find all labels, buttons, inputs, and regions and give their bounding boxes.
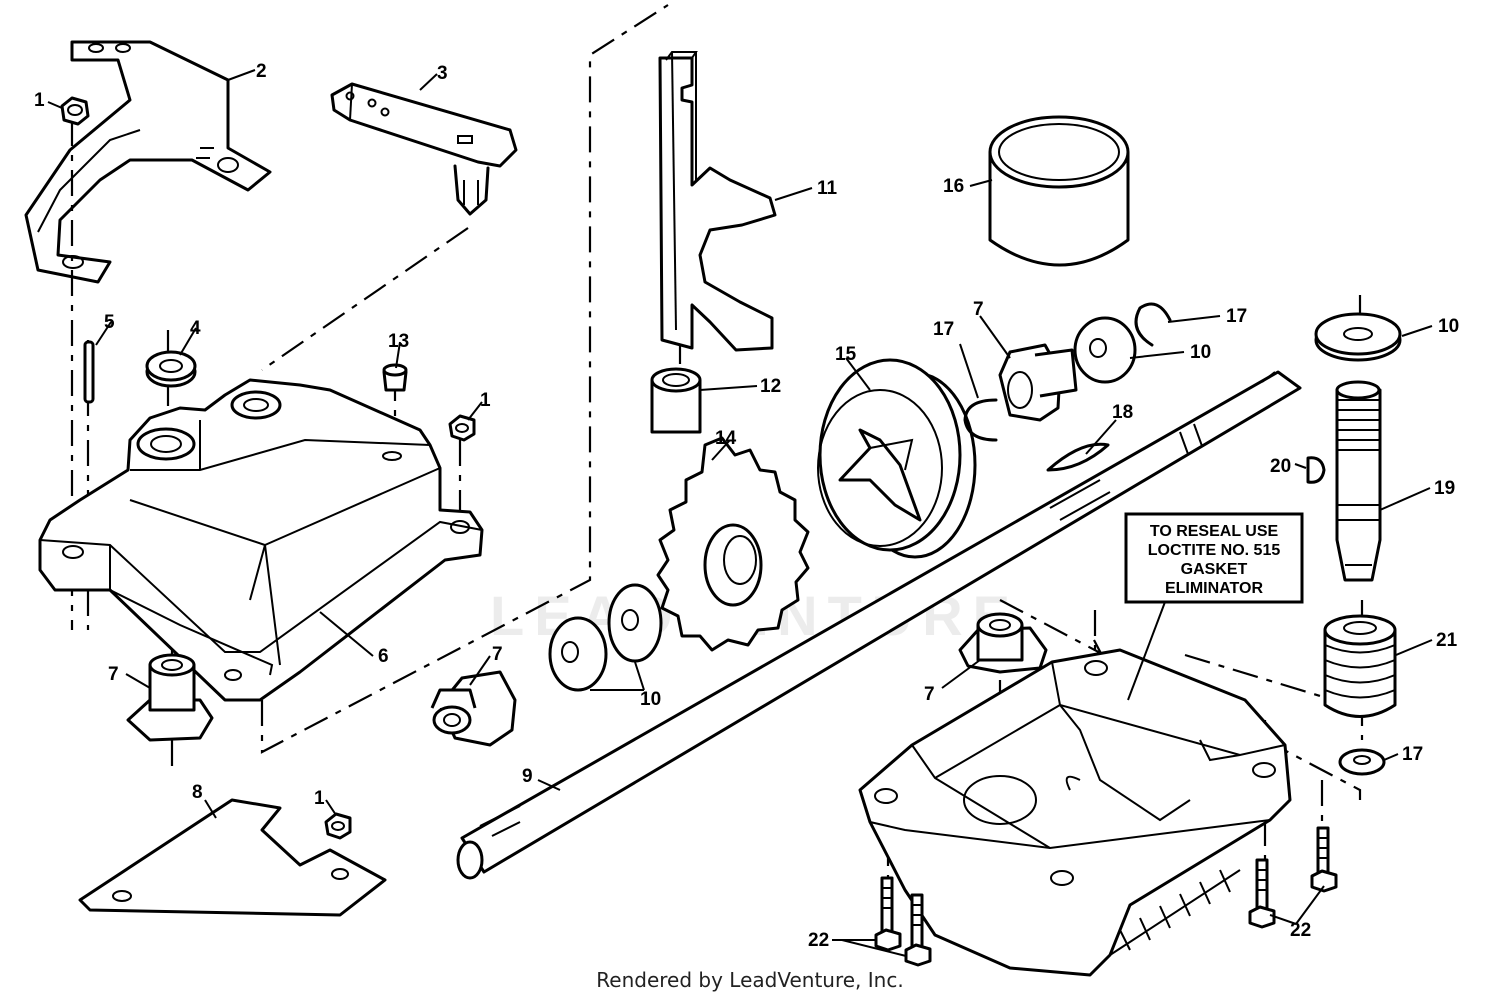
callout-2: 2: [256, 61, 267, 82]
part-17-clip-lower: [1338, 748, 1386, 776]
part-15-pulley: [817, 358, 977, 559]
part-18-key: [1046, 442, 1110, 472]
part-6-housing: [38, 378, 484, 702]
part-13-plug: [382, 363, 408, 392]
callout-7-left: 7: [108, 664, 119, 685]
part-3-lever: [330, 82, 518, 216]
callout-7-upper: 7: [973, 299, 984, 320]
part-20-key: [1306, 456, 1326, 484]
part-10-washers-left: [548, 583, 663, 692]
callout-21: 21: [1436, 630, 1458, 651]
callout-6: 6: [378, 646, 389, 667]
part-10-washer-right: [1314, 312, 1402, 362]
callout-1: 1: [34, 90, 45, 111]
part-14-gear: [656, 436, 810, 652]
callout-7-middle: 7: [492, 644, 503, 665]
part-17-clip-middle: [963, 398, 998, 442]
part-7-bushing-middle: [430, 670, 517, 747]
callout-17-middle: 17: [933, 319, 954, 340]
note-line-3: GASKET: [1181, 561, 1248, 578]
part-21-worm-gear: [1323, 614, 1397, 718]
note-line-2: LOCTITE NO. 515: [1148, 542, 1281, 559]
part-8-plate: [78, 798, 387, 917]
part-17-clip-upper: [1134, 302, 1172, 347]
callout-10-upper: 10: [1190, 342, 1211, 363]
callout-13: 13: [388, 331, 409, 352]
callout-1-bottom: 1: [314, 788, 325, 809]
callout-3: 3: [437, 63, 448, 84]
part-12-bushing: [650, 367, 702, 434]
callout-8: 8: [192, 782, 203, 803]
part-22-bolts: [874, 826, 1338, 967]
part-4-washer: [145, 350, 197, 388]
callout-17-lower: 17: [1402, 744, 1423, 765]
part-16-sleeve: [988, 115, 1130, 267]
part-9-shaft: [456, 370, 1302, 880]
callout-12: 12: [760, 376, 781, 397]
callout-18: 18: [1112, 402, 1133, 423]
part-1-nut-top: [60, 96, 90, 126]
part-19-worm-shaft: [1335, 380, 1382, 582]
callout-20: 20: [1270, 456, 1291, 477]
note-line-4: ELIMINATOR: [1165, 580, 1264, 597]
callout-16: 16: [943, 176, 964, 197]
note-line-1: TO RESEAL USE: [1150, 523, 1279, 540]
callout-5: 5: [104, 312, 115, 333]
callout-15: 15: [835, 344, 857, 365]
callout-11: 11: [817, 178, 838, 199]
lower-gear-case: [858, 648, 1292, 977]
part-1-nut-bottom: [324, 812, 352, 840]
reseal-note: TO RESEAL USE LOCTITE NO. 515 GASKET ELI…: [1124, 512, 1304, 701]
part-1-nut-housing: [448, 414, 476, 442]
callout-22-left: 22: [808, 930, 829, 951]
leader-lines: [47, 69, 1433, 957]
callout-numbers: 1 2 3 5 4 13 1 6 7 8 1 7 10 9 14 12 11 1…: [34, 61, 1459, 951]
callout-9: 9: [522, 766, 533, 787]
part-10-washer-upper: [1073, 316, 1137, 384]
callout-14: 14: [715, 428, 737, 449]
callout-17-upper: 17: [1226, 306, 1247, 327]
part-7-bushing-upper: [998, 343, 1078, 422]
callout-1-housing: 1: [480, 390, 491, 411]
part-5-pin: [83, 340, 95, 404]
callout-10-right: 10: [1438, 316, 1459, 337]
callout-7-lower: 7: [924, 684, 935, 705]
part-2-bracket: [24, 40, 272, 284]
part-7-bushing-lower: [958, 612, 1048, 674]
callout-22-right: 22: [1290, 920, 1311, 941]
callout-10-left: 10: [640, 689, 661, 710]
callout-19: 19: [1434, 478, 1455, 499]
callout-4: 4: [190, 318, 201, 339]
footer-credit: Rendered by LeadVenture, Inc.: [596, 968, 904, 992]
part-11-shift-fork: [658, 51, 777, 352]
